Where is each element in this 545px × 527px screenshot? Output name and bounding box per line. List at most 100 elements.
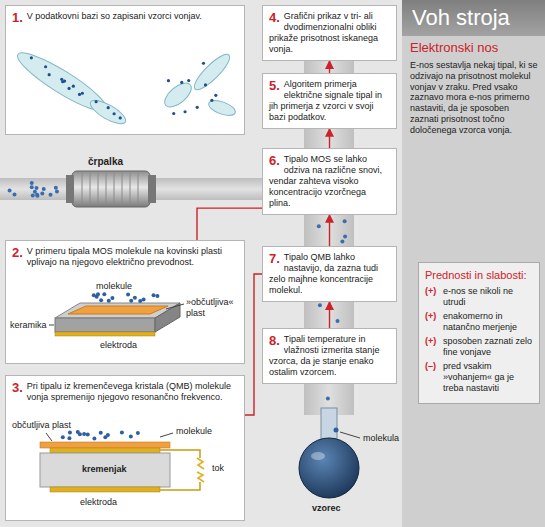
pump-rib: [82, 173, 83, 205]
data-point: [167, 79, 170, 82]
callout-number: 6.: [269, 154, 280, 167]
data-point: [67, 87, 70, 90]
mos-sensor: [55, 318, 155, 332]
description: E-nos sestavlja nekaj tipal, ki se odziv…: [410, 60, 540, 136]
molecule-dot: [35, 194, 39, 198]
leader-connector: [245, 274, 262, 415]
molecule-dot: [67, 436, 71, 440]
part-label: vzorec: [312, 503, 341, 514]
data-point: [81, 92, 84, 95]
molecule-dot: [92, 437, 96, 441]
data-point: [180, 81, 183, 84]
molecule-dot: [107, 299, 111, 303]
molecule-dot: [12, 193, 16, 197]
data-point: [44, 65, 47, 68]
molecule-dot: [8, 188, 12, 192]
part-label: molekule: [96, 281, 132, 292]
molecule-dot: [120, 431, 124, 435]
data-point: [72, 85, 75, 88]
molecule-dot: [317, 224, 321, 228]
pump: [66, 175, 74, 203]
pump-rib: [122, 173, 123, 205]
leader-line: [49, 325, 54, 326]
part-label: občutljiva plast: [12, 420, 71, 431]
sample-flask: [299, 408, 360, 498]
molecule-dot: [110, 296, 114, 300]
qmb-sensor: [61, 430, 140, 441]
pump-rib: [106, 173, 107, 205]
molecule-dot: [142, 298, 146, 302]
molecule-dot: [152, 293, 156, 297]
scatter-plot: [190, 50, 234, 94]
box-text: Tipalo QMB lahko nastavijo, da zazna tud…: [269, 252, 390, 296]
molecule-dot: [68, 430, 72, 434]
molecule-dot: [99, 431, 103, 435]
callout-number: 4.: [269, 11, 280, 24]
data-point: [196, 106, 199, 109]
data-point: [183, 110, 186, 113]
flow-arrow: [329, 215, 330, 246]
data-point: [210, 99, 213, 102]
part-label: črpalka: [88, 156, 123, 168]
data-point: [119, 116, 122, 119]
pump-rib: [114, 173, 115, 205]
flow-arrow: [329, 302, 330, 328]
pros-cons-sign: (+): [425, 286, 442, 297]
box-text: V primeru tipala MOS molekule na kovinsk…: [12, 246, 238, 268]
leader-line: [46, 433, 52, 441]
qmb-sensor: [40, 430, 204, 492]
box-text: Tipalo MOS se lahko odziva na različne s…: [269, 154, 390, 209]
molecule-dot: [343, 234, 347, 238]
molecule-dot: [155, 294, 159, 298]
mos-sensor: [68, 306, 168, 314]
molecule-dot: [30, 185, 34, 189]
section-heading: Elektronski nos: [410, 40, 498, 56]
box-text: e-nos se nikoli ne utrudi: [443, 286, 533, 308]
process-box: 8.Tipali temperature in vlažnosti izmeri…: [262, 328, 397, 384]
data-point: [187, 79, 190, 82]
callout-number: 8.: [269, 334, 280, 347]
molecule-dot: [129, 434, 133, 438]
molecule-dot: [318, 303, 322, 307]
process-box: 7.Tipalo QMB lahko nastavijo, da zazna t…: [262, 246, 397, 302]
data-point: [30, 56, 33, 59]
box-text: Tipali temperature in vlažnosti izmerita…: [269, 334, 390, 378]
pump-rib: [98, 173, 99, 205]
box-text: sposoben zaznati zelo fine vonjave: [443, 336, 533, 358]
qmb-sensor: [50, 487, 160, 492]
molecule-dot: [82, 432, 86, 436]
molecule-dot: [61, 435, 65, 439]
data-point: [94, 100, 97, 103]
sample-flask: [311, 452, 325, 460]
qmb-sensor: [50, 448, 160, 453]
box-text: Grafični prikaz v tri- ali dvodimenziona…: [269, 11, 390, 55]
part-label: kremenjak: [82, 464, 127, 475]
molecule-dot: [40, 192, 44, 196]
data-point: [214, 94, 217, 97]
pump: [66, 171, 156, 207]
mos-sensor: [49, 292, 184, 336]
molecule-dot: [138, 299, 142, 303]
pump: [82, 173, 138, 205]
box-text: pred vsakim »vohanjem« ga je treba nasta…: [443, 361, 533, 394]
leader-line: [340, 432, 360, 438]
data-point: [78, 93, 81, 96]
molecule-dot: [95, 295, 99, 299]
molecule-dot: [103, 435, 107, 439]
molecule-dot: [126, 292, 130, 296]
data-point: [48, 73, 51, 76]
flow-arrow: [329, 61, 330, 73]
pump: [148, 175, 156, 203]
molecule-dot: [54, 186, 58, 190]
flow-arrow: [329, 129, 330, 148]
molecule-dot: [78, 432, 82, 436]
molecule-dot: [343, 219, 347, 223]
data-point: [107, 106, 110, 109]
qmb-sensor: [197, 472, 204, 482]
molecule-dot: [133, 296, 137, 300]
data-point: [172, 112, 175, 115]
data-point: [204, 83, 207, 86]
callout-number: 5.: [269, 79, 280, 92]
pump-rib: [130, 173, 131, 205]
mos-sensor: [92, 292, 160, 303]
